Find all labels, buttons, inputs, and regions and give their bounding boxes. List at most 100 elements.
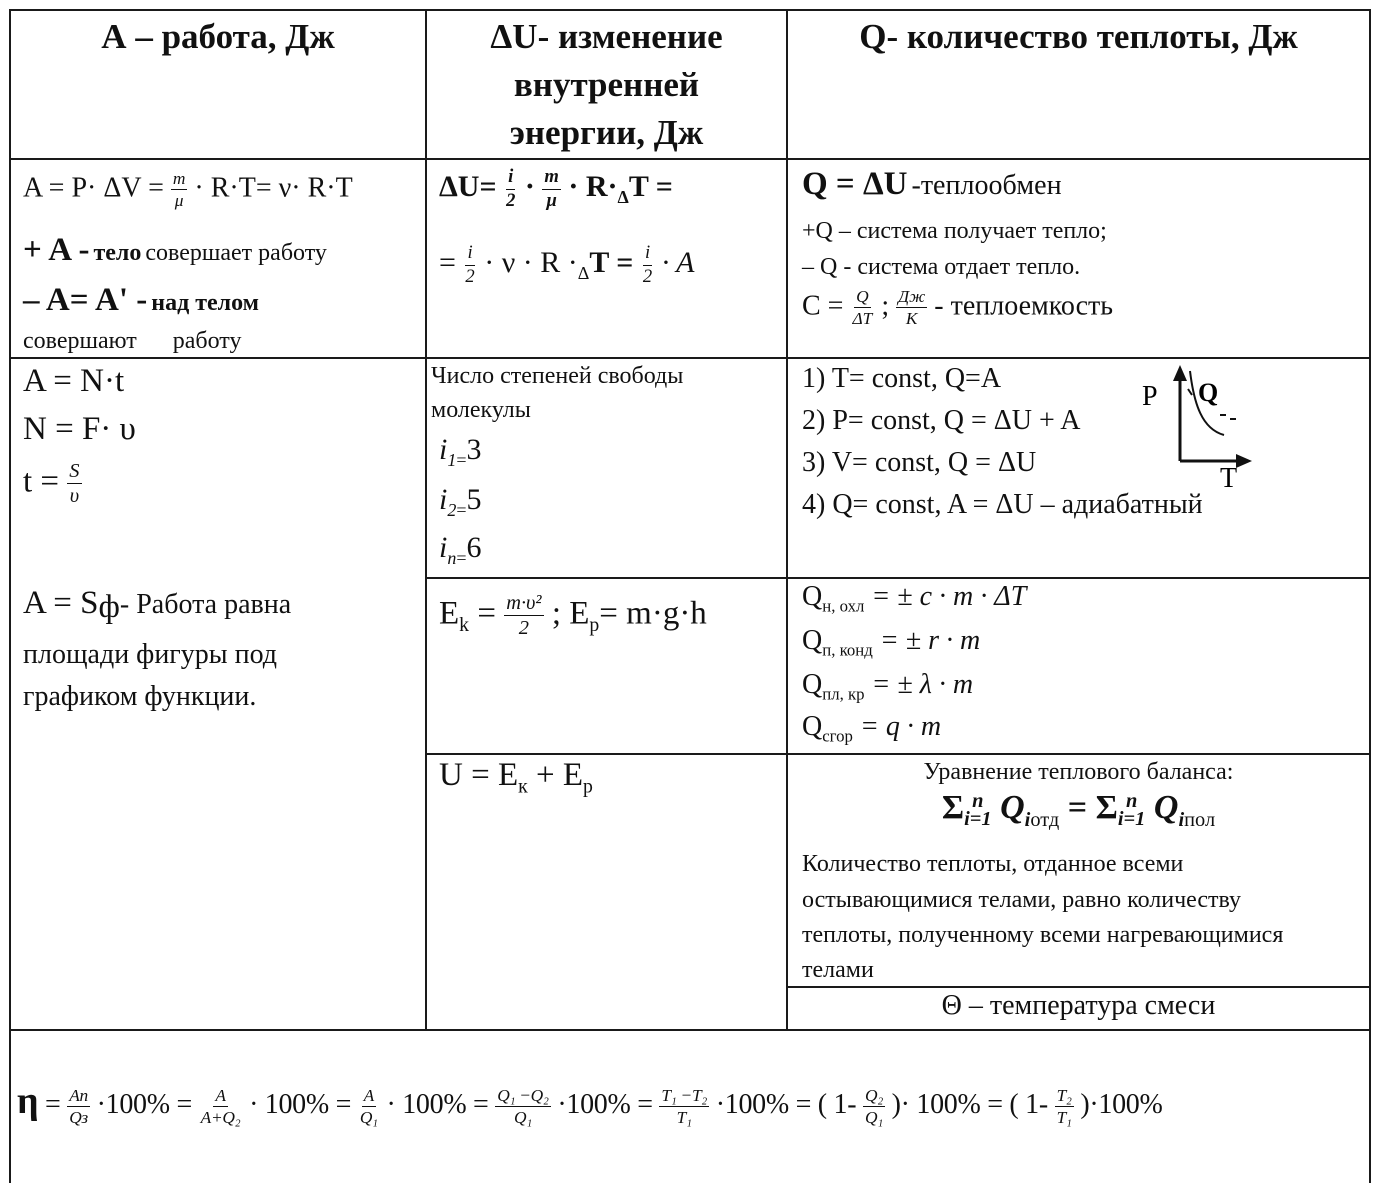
du-sign: ΔU= [439, 169, 497, 203]
eff-frac-2-num: A [213, 1086, 228, 1108]
header-heat-text: Q- количество теплоты, Дж [859, 17, 1298, 56]
t-frac-num: S [67, 461, 82, 485]
header-internal-energy: ΔU- изменение внутренней энергии, Дж [427, 11, 786, 157]
header-du-line3: энергии, Дж [509, 113, 704, 152]
col-divider-2 [786, 9, 788, 1030]
graph-label-q: Q [1198, 378, 1218, 407]
theta-text: Θ – температура смеси [941, 990, 1216, 1021]
dof-item-1-val: 3 [466, 433, 482, 466]
table-border-left [9, 9, 11, 1183]
heat-formula-2-sub: п, конд [822, 640, 873, 660]
dof-item-2: i2=5 [439, 483, 482, 521]
balance-desc-2: остывающимися телами, равно количеству [802, 887, 1242, 913]
q-left-tag: отд [1030, 808, 1060, 831]
du-line2-delta: Δ [577, 262, 590, 283]
table-border-top [9, 9, 1371, 11]
cell-degrees-of-freedom: Число степеней свободы молекулы i1=3 i2=… [427, 359, 786, 577]
q-left-sub: i [1024, 808, 1031, 831]
eff-frac-5-den: T₁ [676, 1108, 692, 1128]
dof-item-2-sub: 2 [447, 500, 457, 520]
n-fv: N = F· υ [23, 411, 136, 447]
minus-a-line2: совершают работу [23, 328, 242, 354]
ep-rest: = m·g·h [599, 595, 707, 632]
ek-sub: k [459, 614, 470, 637]
dof-item-2-sym: i [439, 483, 448, 516]
heat-formula-4: Qсгор = q · m [802, 711, 941, 747]
heat-formula-4-rest: = q · m [859, 711, 942, 742]
graph-label-t: T [1220, 463, 1237, 489]
eff-frac-2-den: A+Q₂ [200, 1108, 241, 1128]
header-work-text: А – работа, Дж [101, 17, 335, 56]
sum-right-sub: i=1 [1117, 808, 1146, 831]
heat-formula-3-q: Q [802, 669, 823, 700]
dof-item-1: i1=3 [439, 433, 482, 471]
heat-formula-3-rest: = ± λ · m [871, 669, 974, 700]
q-left: Q [1000, 789, 1025, 826]
row-divider-4 [426, 753, 1371, 755]
du-frac-2: 2 [506, 189, 516, 211]
col-divider-1 [425, 9, 427, 1030]
du-line2-a: · A [661, 245, 695, 279]
ek: E [439, 595, 460, 632]
q-right: Q [1153, 789, 1179, 826]
heat-formula-2: Qп, конд = ± r · m [802, 625, 980, 661]
header-heat: Q- количество теплоты, Дж [788, 11, 1369, 61]
row-divider-3 [426, 577, 1371, 579]
eff-frac-1-den: Qз [69, 1108, 88, 1128]
a-sf-rest: - Работа равна [119, 589, 292, 620]
plus-a-body: тело [93, 240, 142, 266]
eff-frac-6-num: Q₂ [862, 1086, 885, 1108]
du-frac-mu: μ [546, 189, 557, 211]
header-work: А – работа, Дж [11, 11, 425, 61]
eff-p4: ·100% = [557, 1089, 653, 1120]
heat-formula-3-sub: пл, кр [822, 684, 865, 704]
plus-a-line: + A - тело совершает работу [23, 232, 327, 269]
q-main-rest: -теплообмен [911, 170, 1062, 201]
du-delta-sub: Δ [617, 186, 629, 207]
heat-formula-4-sub: сгор [822, 726, 853, 746]
du-line2-frac2-den: 2 [642, 265, 653, 287]
balance-eq: = [1067, 789, 1088, 826]
dof-item-1-sym: i [439, 433, 448, 466]
du-line2-frac2-num: i [642, 243, 653, 266]
plus-q-line: +Q – система получает тепло; [802, 218, 1107, 244]
minus-a-rest: над телом [151, 290, 259, 316]
a-sf-sub: ф [98, 589, 120, 626]
heat-formula-2-rest: = ± r · m [879, 625, 981, 656]
du-line2-frac1-den: 2 [465, 265, 475, 287]
q-right-tag: пол [1184, 808, 1216, 831]
dof-item-3-val: 6 [466, 531, 482, 564]
cell-q-definition: Q = ΔU -теплообмен +Q – система получает… [788, 160, 1369, 357]
cell-theta: Θ – температура смеси [788, 988, 1369, 1029]
heat-formula-1: Qн, охл = ± c · m · ΔT [802, 581, 1026, 617]
eff-frac-6-den: Q₁ [864, 1108, 883, 1128]
process-1: 1) T= const, Q=A [802, 363, 1002, 394]
q-main-line: Q = ΔU -теплообмен [802, 166, 1062, 203]
heat-formula-1-sub: н, охл [822, 596, 865, 616]
sum-right: Σ [1095, 789, 1118, 826]
c-rest: - теплоемкость [934, 290, 1114, 322]
table-border-right [1369, 9, 1371, 1183]
sum-left-sub: i=1 [964, 808, 992, 831]
q-right-sub: i [1178, 808, 1185, 831]
a-sf: A = S [23, 585, 99, 621]
balance-desc-3: теплоты, полученному всеми нагревающимис… [802, 922, 1284, 948]
du-t-eq: T = [628, 169, 673, 203]
c-frac-den: ΔT [852, 309, 873, 329]
